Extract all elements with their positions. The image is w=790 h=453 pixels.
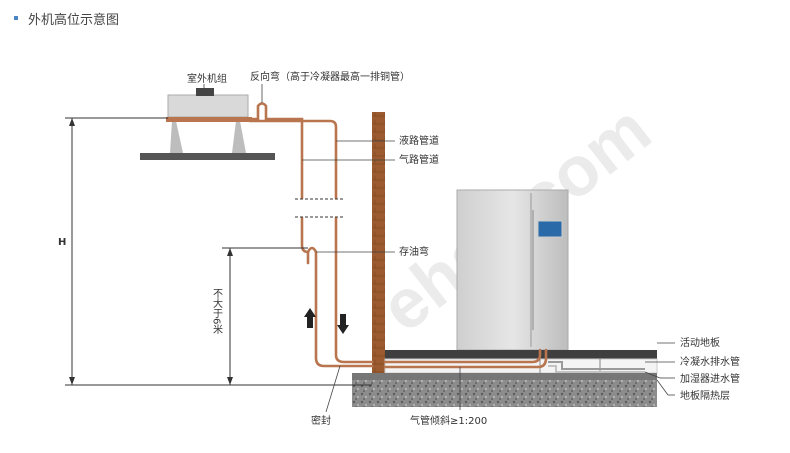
outdoor-leg-left bbox=[170, 121, 183, 153]
ground-slab bbox=[352, 380, 657, 407]
outdoor-leg-right bbox=[232, 121, 246, 153]
liquid-pipe-lower bbox=[334, 216, 374, 364]
insulation-layer bbox=[352, 373, 657, 380]
brick-wall bbox=[372, 112, 385, 390]
gas-pipe-indoor bbox=[383, 348, 548, 369]
outdoor-platform bbox=[140, 153, 275, 160]
label-oil-trap: 存油弯 bbox=[399, 245, 429, 258]
gas-pipe-lower bbox=[306, 246, 374, 368]
refrigerant-pipes bbox=[248, 102, 548, 369]
flow-arrows bbox=[304, 308, 349, 334]
arrow-up-icon bbox=[304, 308, 316, 328]
condensate-drain-pipe bbox=[548, 361, 645, 370]
label-seal: 密封 bbox=[311, 414, 331, 427]
label-humidifier-inlet: 加湿器进水管 bbox=[680, 372, 740, 385]
raised-floor bbox=[385, 350, 657, 359]
label-reverse-bend: 反向弯（高于冷凝器最高一排铜管） bbox=[250, 70, 410, 83]
label-gas-slope: 气管倾斜≥1:200 bbox=[410, 414, 487, 427]
page-title: 外机高位示意图 bbox=[28, 12, 120, 28]
dimension-lines bbox=[65, 117, 372, 386]
outdoor-body bbox=[167, 94, 249, 118]
break-marks bbox=[295, 198, 343, 218]
liquid-pipe-indoor bbox=[383, 348, 542, 364]
outdoor-coil bbox=[166, 117, 252, 122]
display-panel bbox=[537, 220, 563, 238]
label-max-6m: 不大于6米 bbox=[211, 288, 223, 335]
label-gas-pipe: 气路管道 bbox=[399, 153, 439, 166]
title-marker bbox=[14, 16, 18, 20]
outdoor-unit bbox=[140, 88, 275, 160]
indoor-unit bbox=[456, 189, 569, 351]
liquid-pipe-upper bbox=[248, 119, 338, 200]
label-floor-insulation: 地板隔热层 bbox=[680, 389, 730, 402]
title-bar: 外机高位示意图 bbox=[14, 8, 119, 28]
dimension-arrowheads bbox=[69, 118, 233, 385]
label-liquid-pipe: 液路管道 bbox=[399, 134, 439, 147]
label-raised-floor: 活动地板 bbox=[680, 336, 720, 349]
humidifier-inlet-pipe bbox=[548, 365, 645, 373]
leader-lines bbox=[203, 84, 675, 413]
label-condensate-drain: 冷凝水排水管 bbox=[680, 355, 740, 368]
arrow-down-icon bbox=[337, 314, 349, 334]
gas-pipe-upper bbox=[248, 102, 304, 200]
label-outdoor-unit: 室外机组 bbox=[187, 72, 227, 85]
label-height: H bbox=[58, 237, 66, 248]
oil-trap-bend bbox=[300, 216, 310, 265]
fan-icon bbox=[196, 88, 214, 96]
indoor-cabinet bbox=[456, 189, 569, 351]
